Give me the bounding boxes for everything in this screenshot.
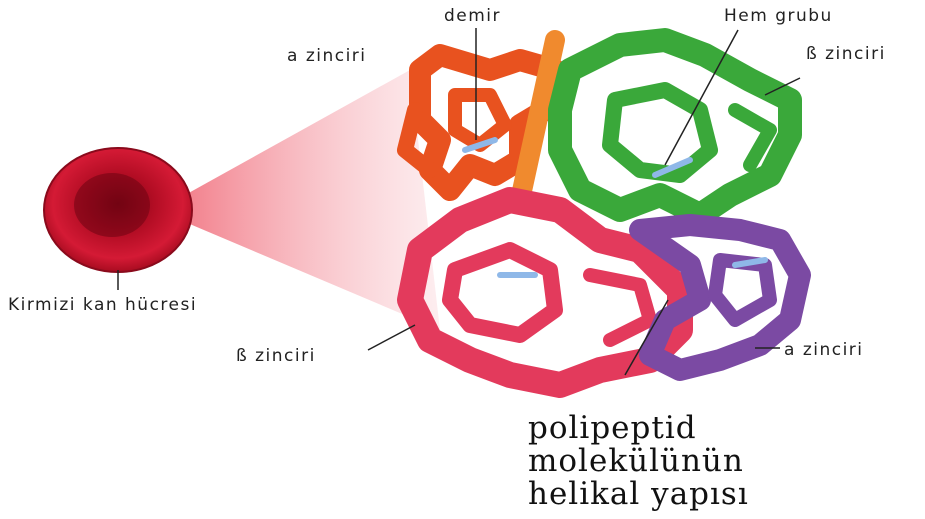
alpha-chain-top-label: a zinciri (287, 46, 367, 66)
beta-chain-top (560, 40, 790, 215)
red-blood-cell-center (74, 173, 150, 237)
beta-chain-top-label: ß zinciri (806, 44, 886, 64)
alpha-chain-bottom-label: a zinciri (784, 340, 864, 360)
beta-chain-bottom-label: ß zinciri (236, 346, 316, 366)
caption-line-1: polipeptid (528, 412, 749, 445)
iron-label: demir (444, 6, 501, 26)
caption: polipeptid molekülünün helikal yapısı (528, 412, 749, 511)
heme-group-label: Hem grubu (724, 6, 833, 26)
red-blood-cell-label: Kirmizi kan hücresi (8, 295, 197, 315)
caption-line-2: molekülünün (528, 445, 749, 478)
beta-chain-bottom-pointer (368, 325, 415, 350)
caption-line-3: helikal yapısı (528, 478, 749, 511)
